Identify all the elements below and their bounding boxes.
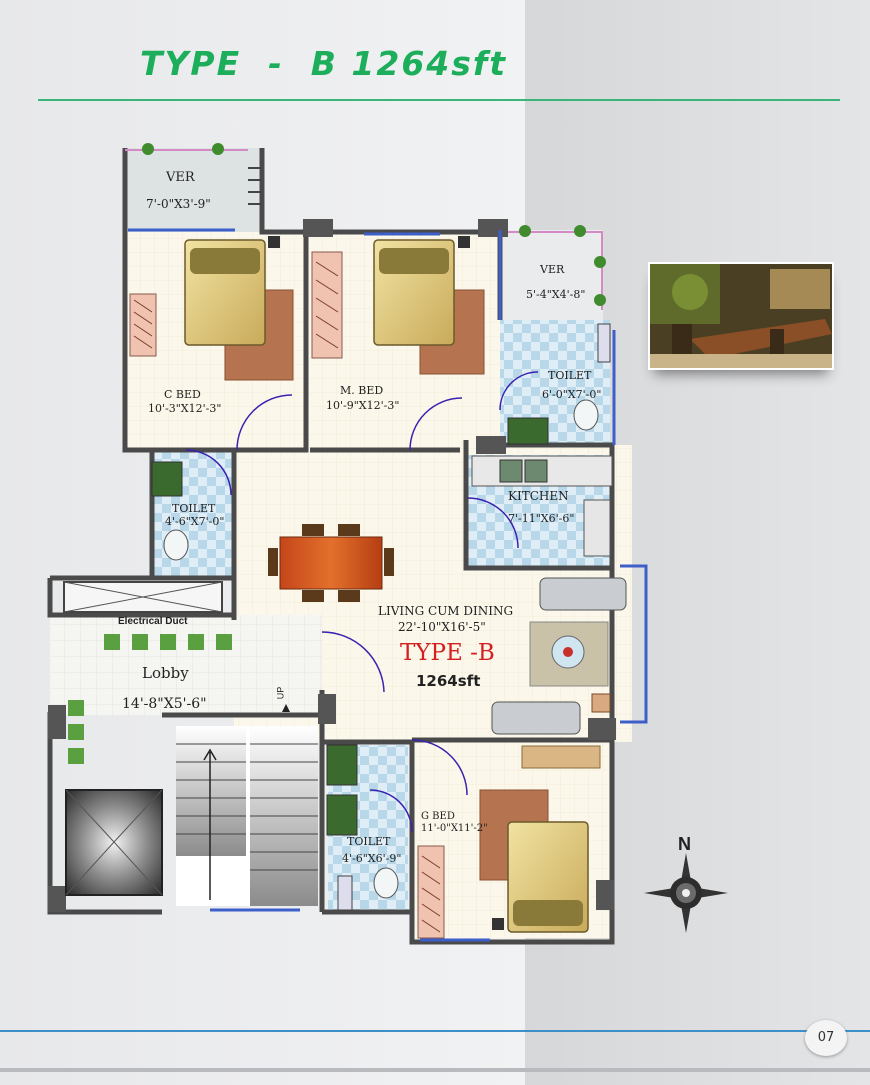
c-bed-label: C BED xyxy=(164,388,201,401)
verandah-right-floor xyxy=(503,230,603,320)
toilet-bottom-size: 4'-6"X6'-9" xyxy=(342,852,402,865)
g-bed-size: 11'-0"X11'-2" xyxy=(421,823,488,834)
living-size: 22'-10"X16'-5" xyxy=(398,620,486,634)
verandah-left-floor xyxy=(125,148,262,233)
ver-left-size: 7'-0"X3'-9" xyxy=(146,197,211,211)
dining-table xyxy=(268,524,394,602)
type-area: 1264sft xyxy=(416,672,481,690)
toilet-top-size: 6'-0"X7'-0" xyxy=(542,388,602,401)
electrical-duct-label: Electrical Duct xyxy=(118,616,188,627)
c-bed-size: 10'-3"X12'-3" xyxy=(148,402,222,415)
m-bed-label: M. BED xyxy=(340,384,384,397)
page-title: TYPE - B 1264sft xyxy=(140,44,508,83)
lobby-size: 14'-8"X5'-6" xyxy=(122,696,207,712)
toilet-bottom-label: TOILET xyxy=(347,835,391,848)
lobby-floor xyxy=(50,615,322,715)
type-label: TYPE -B xyxy=(400,640,495,666)
ver-right-size: 5'-4"X4'-8" xyxy=(526,288,586,301)
kitchen-label: KITCHEN xyxy=(508,489,569,503)
compass-rose xyxy=(644,853,728,933)
title-divider xyxy=(38,99,840,101)
living-label: LIVING CUM DINING xyxy=(378,604,514,618)
footer-bar xyxy=(0,1068,870,1072)
toilet-top-label: TOILET xyxy=(548,369,592,382)
lobby-label: Lobby xyxy=(142,664,189,682)
g-bed-label: G BED xyxy=(421,811,455,822)
toilet-left-label: TOILET xyxy=(172,502,216,515)
ver-left-label: VER xyxy=(166,170,195,185)
stair-up-label: UP xyxy=(275,686,286,700)
interior-photo xyxy=(648,262,834,370)
page-number: 07 xyxy=(805,1020,847,1056)
kitchen-size: 7'-11"X6'-6" xyxy=(508,512,575,525)
toilet-left-size: 4'-6"X7'-0" xyxy=(165,515,225,528)
m-bed-size: 10'-9"X12'-3" xyxy=(326,399,400,412)
ver-right-label: VER xyxy=(540,263,565,276)
footer-rule xyxy=(0,1030,870,1032)
compass-north-label: N xyxy=(678,834,691,854)
